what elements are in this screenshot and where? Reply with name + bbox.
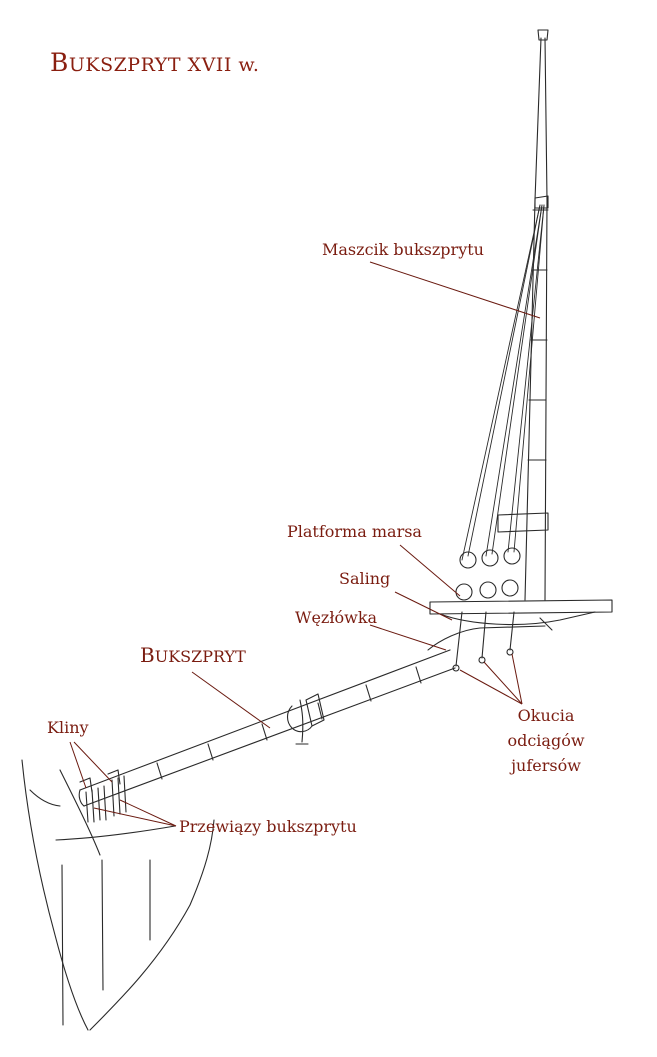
leader-saling	[394, 591, 453, 621]
leader-platform	[399, 544, 461, 597]
deadeye-straps	[452, 611, 515, 672]
top-platform	[429, 599, 613, 631]
leader-topmast	[369, 261, 541, 319]
leader-lines	[69, 261, 541, 827]
label-topmast: Maszcik bukszprytu	[322, 240, 484, 259]
page-title: BUKSZPRYT XVII w.	[50, 48, 259, 77]
label-bowsprit: BUKSZPRYT	[140, 645, 246, 667]
label-gammonings: Przewiązy bukszprytu	[179, 817, 357, 836]
label-top-platform: Platforma marsa	[287, 522, 422, 541]
title-rest: UKSZPRYT XVII w.	[68, 54, 260, 76]
leader-okucia-3	[511, 653, 523, 705]
leader-okucia-1	[459, 669, 523, 705]
hull-outline	[21, 759, 215, 1031]
bowsprit-spar	[78, 649, 456, 807]
leader-wezlowka	[369, 624, 447, 651]
bowsprit-rest: UKSZPRYT	[154, 647, 246, 666]
gammonings	[79, 769, 127, 823]
label-knot-piece: Węzłówka	[295, 608, 378, 627]
label-fittings-2: odciągów	[507, 731, 585, 750]
leader-kliny-1	[69, 741, 87, 789]
title-initial: B	[50, 48, 69, 77]
leader-kliny-2	[73, 741, 113, 783]
label-wedges: Kliny	[47, 718, 89, 737]
label-fittings-3: jufersów	[511, 756, 581, 775]
label-fittings-1: Okucia	[517, 706, 575, 725]
bowsprit-initial: B	[140, 643, 155, 667]
label-crosstree: Saling	[339, 569, 391, 588]
knee-piece	[427, 625, 546, 651]
topmast	[497, 29, 549, 601]
shrouds	[461, 204, 545, 561]
leader-przewiazy-2	[119, 799, 177, 827]
leader-przewiazy-1	[93, 807, 177, 827]
leader-bukszpryt	[191, 671, 271, 729]
deadeyes	[455, 547, 521, 601]
leader-okucia-2	[483, 661, 523, 705]
